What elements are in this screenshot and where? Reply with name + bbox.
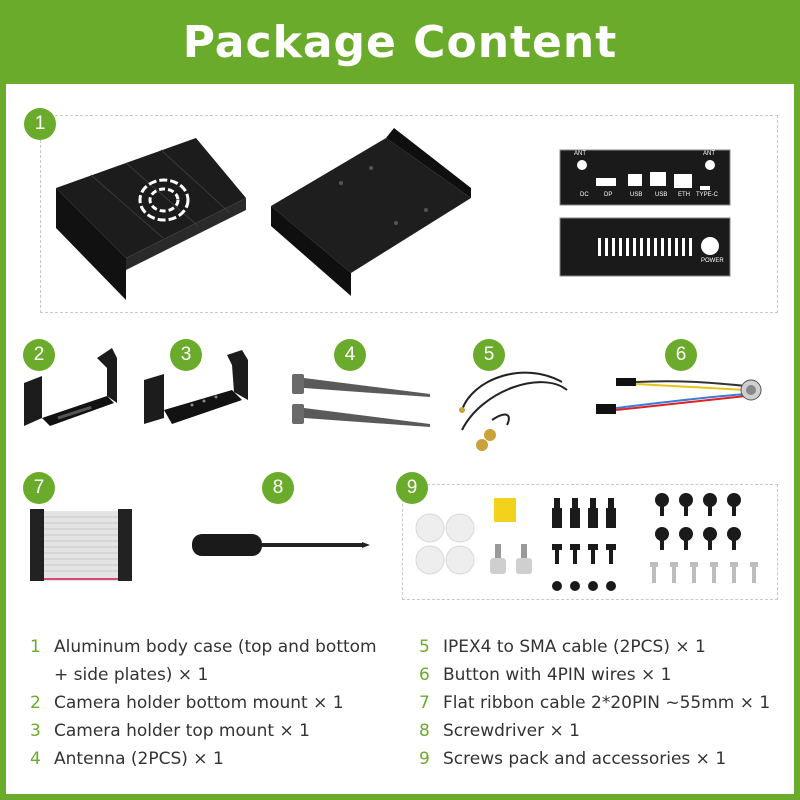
- ipex-cable-image: [452, 360, 572, 455]
- label-ant-left: ANT: [574, 151, 586, 157]
- list-item-2-text: Camera holder bottom mount × 1: [54, 693, 344, 713]
- screwdriver-image: [190, 528, 370, 563]
- list-item-8-number: 8: [419, 721, 430, 741]
- ribbon-cable-image: [28, 505, 136, 587]
- label-eth: ETH: [678, 192, 690, 198]
- list-item-4-number: 4: [30, 749, 41, 769]
- label-power: POWER: [701, 258, 724, 264]
- list-item-2-number: 2: [30, 693, 41, 713]
- list-item-4: 4 Antenna (2PCS) × 1: [30, 749, 224, 769]
- list-item-7-text: Flat ribbon cable 2*20PIN ~55mm × 1: [443, 693, 771, 713]
- list-item-7: 7 Flat ribbon cable 2*20PIN ~55mm × 1: [419, 693, 770, 713]
- badge-3: 3: [170, 339, 202, 371]
- list-item-6-number: 6: [419, 665, 430, 685]
- camera-holder-bottom-image: [22, 348, 122, 438]
- list-item-6: 6 Button with 4PIN wires × 1: [419, 665, 671, 685]
- list-item-1-text-cont: + side plates) × 1: [54, 665, 209, 685]
- case-top-image: [46, 128, 256, 300]
- antenna-image: [290, 370, 435, 432]
- case-panel: [40, 115, 778, 313]
- label-typec: TYPE-C: [696, 192, 719, 198]
- list-item-1-text: Aluminum body case (top and bottom: [54, 637, 377, 657]
- badge-1: 1: [24, 108, 56, 140]
- list-item-3-number: 3: [30, 721, 41, 741]
- label-dp: DP: [604, 192, 613, 198]
- accessories-panel: [402, 484, 778, 600]
- badge-5: 5: [473, 339, 505, 371]
- label-usb-1: USB: [630, 192, 643, 198]
- list-item-9: 9 Screws pack and accessories × 1: [419, 749, 726, 769]
- list-item-6-text: Button with 4PIN wires × 1: [443, 665, 672, 685]
- badge-4: 4: [334, 339, 366, 371]
- list-item-1: 1 Aluminum body case (top and bottom: [30, 637, 377, 657]
- label-usb-2: USB: [655, 192, 668, 198]
- list-item-2: 2 Camera holder bottom mount × 1: [30, 693, 344, 713]
- list-item-8-text: Screwdriver × 1: [443, 721, 580, 741]
- list-item-1-number: 1: [30, 637, 41, 657]
- badge-8: 8: [262, 472, 294, 504]
- accessories-image: [408, 490, 768, 595]
- list-item-5: 5 IPEX4 to SMA cable (2PCS) × 1: [419, 637, 706, 657]
- label-dc: DC: [580, 192, 589, 198]
- label-ant-right: ANT: [703, 151, 715, 157]
- list-item-5-number: 5: [419, 637, 430, 657]
- list-item-5-text: IPEX4 to SMA cable (2PCS) × 1: [443, 637, 706, 657]
- list-item-9-text: Screws pack and accessories × 1: [443, 749, 727, 769]
- list-item-7-number: 7: [419, 693, 430, 713]
- list-item-4-text: Antenna (2PCS) × 1: [54, 749, 224, 769]
- button-wires-image: [596, 372, 766, 422]
- badge-7: 7: [23, 472, 55, 504]
- side-plate-vents: [559, 217, 731, 277]
- side-plate-ports: [559, 149, 731, 206]
- list-item-3-text: Camera holder top mount × 1: [54, 721, 310, 741]
- camera-holder-top-image: [142, 350, 252, 435]
- badge-2: 2: [23, 339, 55, 371]
- list-item-9-number: 9: [419, 749, 430, 769]
- badge-9: 9: [396, 472, 428, 504]
- case-bottom-image: [266, 128, 476, 300]
- header-bar: Package Content: [0, 0, 800, 84]
- list-item-1-continued: + side plates) × 1: [54, 665, 208, 685]
- page-title: Package Content: [182, 16, 618, 68]
- badge-6: 6: [665, 339, 697, 371]
- list-item-8: 8 Screwdriver × 1: [419, 721, 580, 741]
- list-item-3: 3 Camera holder top mount × 1: [30, 721, 310, 741]
